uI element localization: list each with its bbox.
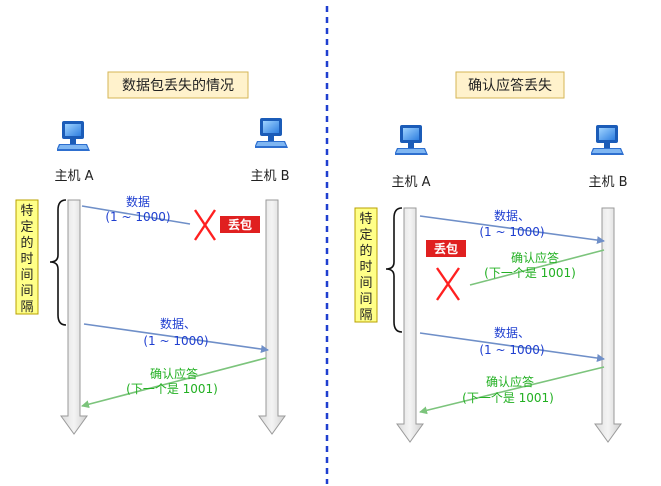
host-b-label: 主机 B [250,169,289,184]
loss-badge [220,216,260,233]
ack-arrow-lost [469,249,605,286]
computer-icon [395,125,428,155]
left-panel: 数据包丢失的情况 主机 A 主机 B 特 定 的 时 间 间 隔 数据 (1 ~… [15,71,290,435]
loss-badge-label: 丢包 [228,217,252,232]
ack-next-label: (下一个是 1001) [484,266,576,280]
ack-next-label: (下一个是 1001) [126,382,218,396]
loss-badge-label: 丢包 [434,241,458,256]
data-arrow-retransmit [83,323,269,353]
time-interval-label-box [15,199,39,315]
svg-text:时: 时 [20,252,33,267]
svg-text:特: 特 [359,212,372,227]
loss-badge [426,240,466,257]
data-arrow-lost [81,205,191,225]
svg-text:间: 间 [359,292,372,307]
ack-next-label: (下一个是 1001) [462,391,554,405]
time-interval-brace [385,207,403,333]
host-a-label: 主机 A [54,169,93,184]
svg-text:时: 时 [359,260,372,275]
ack-arrow [419,366,605,415]
data-range-label: (1 ~ 1000) [479,225,544,239]
svg-text:隔: 隔 [359,308,372,323]
ack-arrow [81,357,267,409]
ack-label: 确认应答 [150,366,198,381]
svg-text:隔: 隔 [20,300,33,315]
computer-icon [57,121,90,151]
left-title-box [107,71,249,99]
data-range-label: (1 ~ 1000) [105,210,170,224]
svg-text:间: 间 [20,268,33,283]
svg-text:定: 定 [359,228,372,243]
right-title: 确认应答丢失 [468,77,552,94]
svg-text:定: 定 [20,220,33,235]
data-arrow [419,215,605,245]
data-label: 数据 [126,194,150,209]
time-interval-label-box [354,207,378,323]
svg-text:间: 间 [359,276,372,291]
host-b-label: 主机 B [588,175,627,190]
loss-cross-icon [436,267,460,301]
data-label: 数据、 [160,316,196,331]
host-a-timeline [396,207,424,443]
svg-text:的: 的 [359,243,372,259]
computer-icon [591,125,624,155]
time-interval-label: 特 定 的 时 间 间 隔 [359,212,372,323]
svg-text:特: 特 [20,204,33,219]
svg-text:间: 间 [20,284,33,299]
left-title: 数据包丢失的情况 [122,78,234,94]
time-interval-brace [49,199,67,326]
host-b-timeline [258,199,286,435]
host-a-timeline [60,199,88,435]
data-range-label: (1 ~ 1000) [143,334,208,348]
loss-cross-icon [194,209,216,241]
host-a-label: 主机 A [391,175,430,190]
computer-icon [255,118,288,148]
ack-label: 确认应答 [486,374,534,389]
data-label: 数据、 [494,208,530,223]
data-range-label: (1 ~ 1000) [479,343,544,357]
svg-text:的: 的 [20,235,33,251]
time-interval-label: 特 定 的 时 间 间 隔 [20,204,33,315]
data-arrow-retransmit [419,332,605,362]
right-panel: 确认应答丢失 主机 A 主机 B 特 定 的 时 间 间 隔 数据、 (1 ~ … [354,71,628,443]
data-label: 数据、 [494,325,530,340]
ack-label: 确认应答 [511,250,559,265]
right-title-box [455,71,565,99]
host-b-timeline [594,207,622,443]
